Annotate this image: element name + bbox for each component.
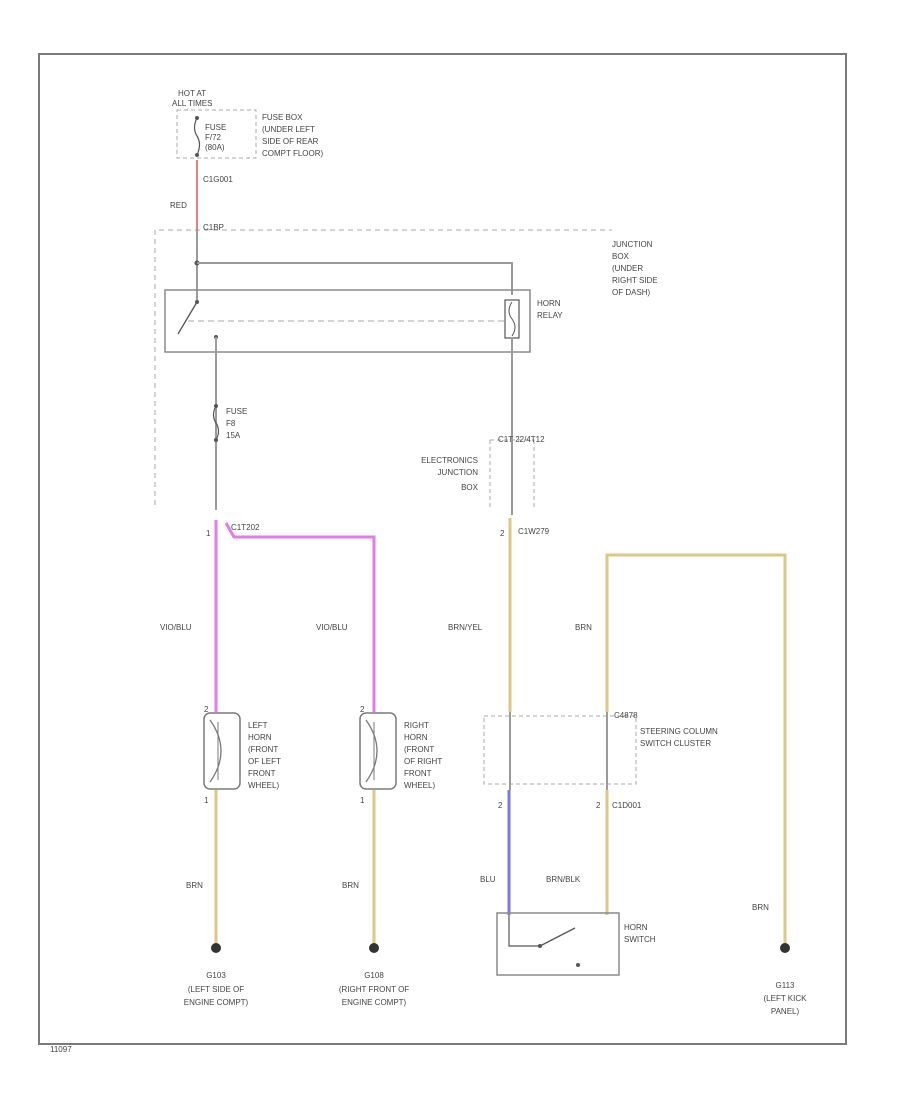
brn-blk-wire-label: BRN/BLK (546, 875, 581, 884)
left-horn-pin-bottom: 1 (204, 796, 209, 805)
ejb-label-line3: BOX (461, 483, 479, 492)
brn-top-wire-label: BRN (575, 623, 592, 632)
brn-yel-wire-label: BRN/YEL (448, 623, 483, 632)
right-horn-label-line3: (FRONT (404, 745, 434, 754)
power-source-connector: C1G001 (203, 175, 233, 184)
fuse-box-location-line1: FUSE BOX (262, 113, 303, 122)
ejb-label-line1: ELECTRONICS (421, 456, 478, 465)
left-horn-label-line1: LEFT (248, 721, 268, 730)
violet-blue-wire-right-label: VIO/BLU (316, 623, 348, 632)
ground-g113-icon (780, 943, 790, 953)
fuse-f8-symbol-icon (212, 405, 220, 441)
fuse-label-line1: FUSE (205, 123, 226, 132)
junction-box-label-line5: OF DASH) (612, 288, 651, 297)
steering-cluster-bottom-connector: C1D001 (612, 801, 642, 810)
steering-cluster-top-connector: C4878 (614, 711, 638, 720)
relay-coil-winding-icon (508, 301, 516, 337)
horn-switch-contact-point-icon (576, 963, 580, 967)
junction-box-label-line2: BOX (612, 252, 630, 261)
horn-relay-label-line2: RELAY (537, 311, 563, 320)
ejb-top-connector: C1T 22/4T12 (498, 435, 545, 444)
fuse-label-line2: F/72 (205, 133, 222, 142)
fuse-box-location-line4: COMPT FLOOR) (262, 149, 324, 158)
power-source-line2: ALL TIMES (172, 99, 212, 108)
ground-g108-line2: ENGINE COMPT) (342, 998, 407, 1007)
junction-box-label-line4: RIGHT SIDE (612, 276, 658, 285)
ejb-bottom-connector: C1W279 (518, 527, 550, 536)
red-wire-label: RED (170, 201, 187, 210)
horn-switch-label-line2: SWITCH (624, 935, 656, 944)
ground-g113-line2: PANEL) (771, 1007, 800, 1016)
left-horn-ground-wire-label: BRN (186, 881, 203, 890)
ground-g108-line1: (RIGHT FRONT OF (339, 985, 409, 994)
steering-cluster-label-line2: SWITCH CLUSTER (640, 739, 711, 748)
fuse-label-line3: (80A) (205, 143, 225, 152)
ground-g108-icon (369, 943, 379, 953)
horn-relay-box (164, 289, 531, 353)
ground-g103-line2: ENGINE COMPT) (184, 998, 249, 1007)
junction-box-connector: C1BP (203, 223, 224, 232)
junction-box-label-line3: (UNDER (612, 264, 643, 273)
horn-relay-label-line1: HORN (537, 299, 561, 308)
fuse-box-location-line3: SIDE OF REAR (262, 137, 319, 146)
fuse-box-location-line2: (UNDER LEFT (262, 125, 315, 134)
relay-coil-feed-wire (197, 262, 513, 295)
left-horn-label-line6: WHEEL) (248, 781, 279, 790)
ejb-pin: 2 (500, 529, 505, 538)
diagram-frame (38, 53, 847, 1045)
left-horn-label-line2: HORN (248, 733, 272, 742)
junction-box-dashed-outline (154, 229, 612, 505)
left-horn-label-line3: (FRONT (248, 745, 278, 754)
horn-switch-label-line1: HORN (624, 923, 648, 932)
violet-blue-wire-left-label: VIO/BLU (160, 623, 192, 632)
right-horn-label-line2: HORN (404, 733, 428, 742)
left-horn-icon (203, 712, 241, 790)
right-horn-label-line5: FRONT (404, 769, 432, 778)
fuse-symbol-icon (193, 117, 201, 156)
junction-out-connector: C1T202 (231, 523, 260, 532)
left-horn-bell-icon (209, 719, 222, 783)
ground-g103-line1: (LEFT SIDE OF (188, 985, 244, 994)
junction-out-pin: 1 (206, 529, 211, 538)
ejb-label-line2: JUNCTION (438, 468, 479, 477)
right-horn-label-line1: RIGHT (404, 721, 429, 730)
right-horn-label-line6: WHEEL) (404, 781, 435, 790)
ground-g103-icon (211, 943, 221, 953)
diagram-id: 11097 (50, 1045, 72, 1054)
horn-switch-contact-point-icon (538, 944, 542, 948)
relay-contact-point-icon (195, 300, 199, 304)
right-horn-icon (359, 712, 397, 790)
right-horn-label-line4: OF RIGHT (404, 757, 442, 766)
ground-g103-id: G103 (206, 971, 226, 980)
right-horn-pin-top: 2 (360, 705, 365, 714)
steering-cluster-pin-right: 2 (596, 801, 601, 810)
steering-cluster-pin-left: 2 (498, 801, 503, 810)
fuse-f8-label-line3: 15A (226, 431, 241, 440)
horn-switch-box (496, 912, 620, 976)
junction-box-label-line1: JUNCTION (612, 240, 653, 249)
fuse-f8-label-line1: FUSE (226, 407, 247, 416)
ground-g113-id: G113 (776, 981, 796, 990)
brn-top-wire (605, 553, 787, 930)
power-source-line1: HOT AT (178, 89, 206, 98)
ground-g108-id: G108 (364, 971, 384, 980)
horn-switch-contact-icon (539, 927, 576, 947)
brn-ground-wire-label: BRN (752, 903, 769, 912)
blu-wire-label: BLU (480, 875, 496, 884)
steering-cluster-label-line1: STEERING COLUMN (640, 727, 718, 736)
left-horn-pin-top: 2 (204, 705, 209, 714)
right-horn-bell-icon (365, 719, 378, 783)
left-horn-label-line5: FRONT (248, 769, 276, 778)
left-horn-label-line4: OF LEFT (248, 757, 281, 766)
horn-switch-internal-wire (508, 915, 540, 947)
steering-cluster-dashed-outline (483, 715, 637, 785)
violet-blue-wire-right (224, 522, 376, 712)
fuse-f8-label-line2: F8 (226, 419, 236, 428)
right-horn-pin-bottom: 1 (360, 796, 365, 805)
ground-g113-line1: (LEFT KICK (764, 994, 808, 1003)
relay-switch-contact-icon (177, 301, 198, 335)
right-horn-ground-wire-label: BRN (342, 881, 359, 890)
